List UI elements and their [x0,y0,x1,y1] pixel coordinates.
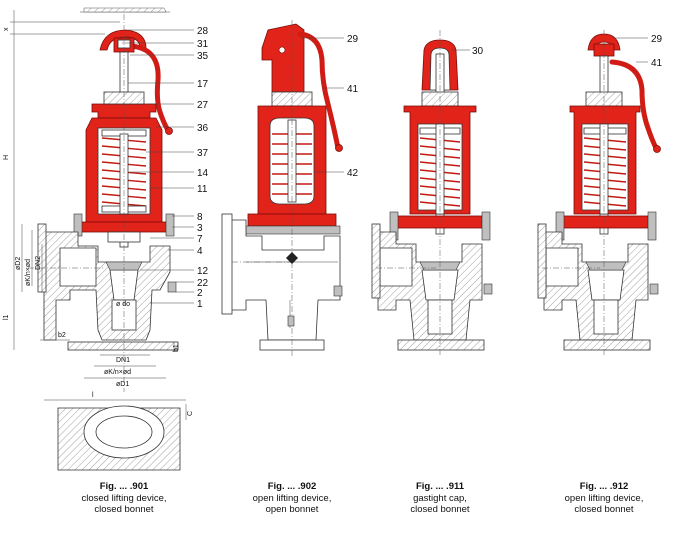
callout-11: 11 [197,184,208,195]
dim-H: H [3,155,10,160]
callout-2: 2 [197,288,203,299]
caption-902-line2: open bonnet [265,504,319,515]
caption-911-line1: gastight cap, [413,492,467,504]
dim-b2: b2 [58,332,66,339]
callout-42: 42 [347,168,359,179]
dim-b1: b1 [173,344,180,352]
callout-3: 3 [197,223,203,234]
caption-912-line1: open lifting device, [564,492,644,504]
figure-912 [537,30,661,356]
callouts-901: 28 31 35 17 27 36 37 14 11 8 3 7 4 12 2 … [122,26,209,310]
figure-901: x H l1 [3,7,194,471]
callout-35: 35 [197,51,209,62]
callout-7: 7 [197,234,203,245]
dim-x: x [3,27,10,31]
callout-41b: 41 [651,58,663,69]
caption-911: Fig. ... .911 gastight cap, closed bonne… [375,481,505,516]
dim-do: ø do [116,301,130,308]
dim-D1: øD1 [116,381,129,388]
callout-31: 31 [197,39,209,50]
callout-17: 17 [197,79,209,90]
dim-Kd2: øK/n×ød [104,369,131,376]
dim-Kd: øK/n×ød [25,259,32,286]
dim-C: C [187,411,194,416]
dim-DN2: DN2 [35,256,42,270]
caption-912: Fig. ... .912 open lifting device, close… [539,481,669,516]
dim-l: l [92,392,94,399]
dim-DN1: DN1 [116,357,130,364]
callout-28: 28 [197,26,209,37]
callout-4: 4 [197,246,203,257]
caption-902-line1: open lifting device, [252,492,332,504]
figure-902 [221,20,343,356]
callouts-902: 29 41 42 [300,34,359,179]
caption-911-line2: closed bonnet [410,504,470,515]
callouts-912: 29 41 [614,34,663,69]
caption-901: Fig. ... .901 closed lifting device, clo… [59,481,189,516]
callouts-911: 30 [452,46,484,57]
caption-912-line2: closed bonnet [574,504,634,515]
callout-1: 1 [197,299,203,310]
callout-36: 36 [197,123,209,134]
caption-901-fig: Fig. ... .901 [99,481,149,492]
callout-29b: 29 [651,34,663,45]
callout-41: 41 [347,84,359,95]
callout-12: 12 [197,266,209,277]
callout-29: 29 [347,34,359,45]
callout-8: 8 [197,212,203,223]
caption-901-line1: closed lifting device, [81,492,167,504]
callout-30: 30 [472,46,484,57]
caption-902-fig: Fig. ... .902 [267,481,317,492]
callout-37: 37 [197,148,209,159]
callout-22: 22 [197,278,209,289]
callout-27: 27 [197,100,209,111]
caption-911-fig: Fig. ... .911 [415,481,465,492]
caption-912-fig: Fig. ... .912 [579,481,629,492]
caption-901-line2: closed bonnet [94,504,154,515]
dim-l1: l1 [3,314,10,320]
caption-902: Fig. ... .902 open lifting device, open … [227,481,357,516]
figure-911 [371,30,493,356]
callout-14: 14 [197,168,209,179]
dim-D2: øD2 [15,257,22,270]
